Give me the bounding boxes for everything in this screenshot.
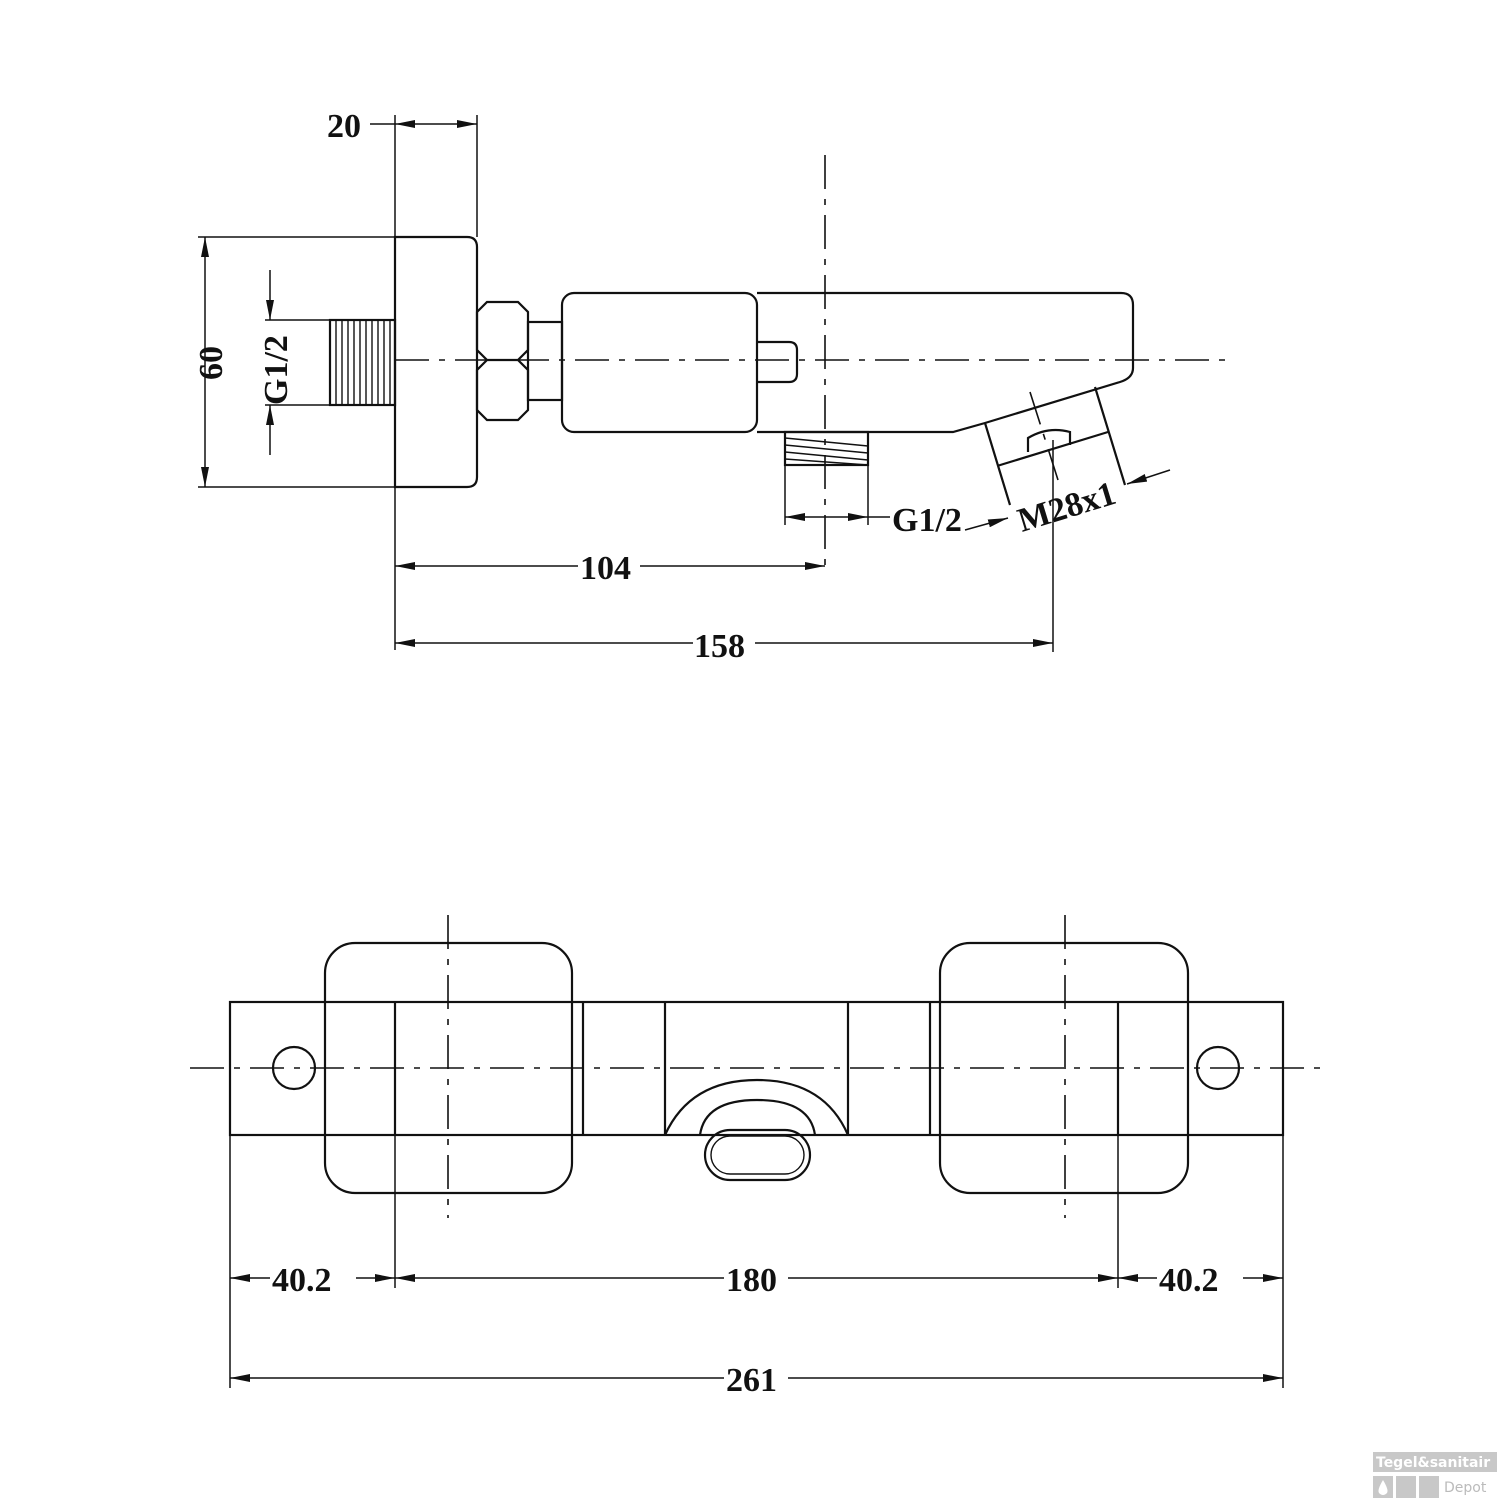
dim-left-label: 40.2 xyxy=(272,1262,332,1299)
dim-60-label: 60 xyxy=(193,346,230,380)
watermark-logo: Tegel&sanitair Depot xyxy=(1373,1452,1497,1498)
dim-center-label: 180 xyxy=(726,1262,777,1299)
dimension-20: 20 xyxy=(327,108,478,237)
dimension-inlet-g12: G1/2 xyxy=(258,270,330,455)
stem xyxy=(526,320,564,402)
dimension-158: 158 xyxy=(395,440,1054,665)
front-view: 40.2 180 40.2 261 xyxy=(190,915,1320,1399)
bottom-outlet xyxy=(663,1078,850,1182)
dim-total-label: 261 xyxy=(726,1362,777,1399)
outlet-thread xyxy=(783,430,870,467)
dimension-outlet-g12: G1/2 xyxy=(784,465,962,539)
body xyxy=(757,291,1135,434)
dimension-m28x1: M28x1 xyxy=(964,469,1171,540)
hex-nut xyxy=(475,300,530,422)
watermark-line2: Depot xyxy=(1444,1480,1487,1496)
dimension-104: 104 xyxy=(394,487,825,650)
outlet-thread-label: G1/2 xyxy=(892,502,962,539)
pin xyxy=(757,340,799,384)
inlet-thread-label: G1/2 xyxy=(258,335,295,405)
knob-centerlines xyxy=(447,915,1066,1218)
side-view: 20 60 G1/2 G1/2 M28x1 104 xyxy=(193,108,1230,665)
right-mounting-hole xyxy=(1195,1045,1241,1091)
watermark-line1: Tegel&sanitair xyxy=(1376,1455,1490,1471)
dim-104-label: 104 xyxy=(580,550,631,587)
spout-thread-label: M28x1 xyxy=(1014,475,1121,540)
drop-icon xyxy=(1378,1480,1388,1495)
dim-158-label: 158 xyxy=(694,628,745,665)
inlet-thread xyxy=(328,318,397,407)
wall-plate xyxy=(393,235,479,489)
dim-right-label: 40.2 xyxy=(1159,1262,1219,1299)
dim-20-label: 20 xyxy=(327,108,361,145)
left-mounting-hole xyxy=(271,1045,317,1091)
front-dimensions: 40.2 180 40.2 261 xyxy=(229,1135,1284,1399)
handle xyxy=(560,291,759,434)
dimension-60: 60 xyxy=(193,236,395,488)
